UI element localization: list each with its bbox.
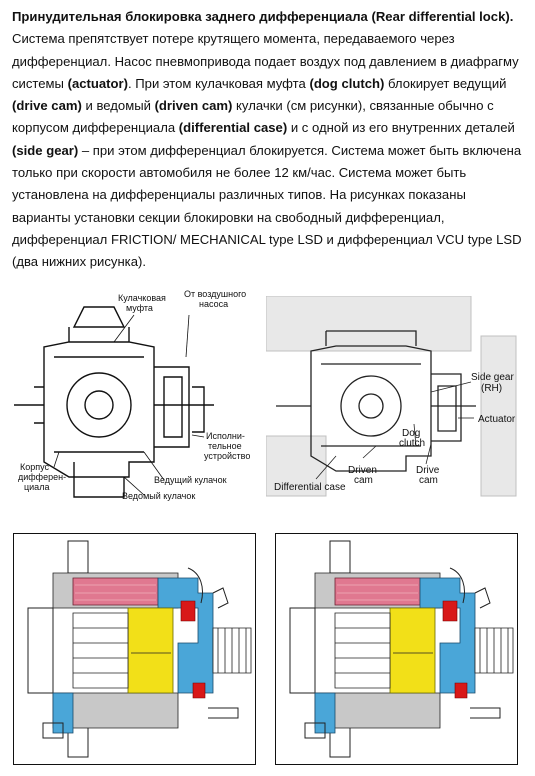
text-run: кулачки (см рисунки), связанные обычно с… — [12, 98, 494, 136]
text-run: и ведомый — [81, 98, 155, 114]
leader-lines — [315, 381, 474, 480]
label-differential-case: Differential case — [274, 482, 346, 493]
label-drive: Drive — [416, 465, 440, 476]
label-driven-cam: Ведомый кулачок — [122, 491, 195, 501]
actuator-red — [180, 600, 206, 699]
bold-term: (dog clutch) — [309, 75, 385, 91]
bold-term: Принудительная блокировка заднего диффер… — [12, 9, 514, 24]
bold-term: (side gear) — [12, 142, 79, 158]
description-paragraph: Принудительная блокировка заднего диффер… — [12, 6, 527, 274]
label-air-2: насоса — [199, 299, 228, 309]
label-case-1: Корпус — [20, 462, 50, 472]
label-actuator-3: устройство — [204, 451, 250, 461]
label-air: От воздушного — [184, 289, 246, 299]
label-driven: Driven — [348, 465, 377, 476]
shaft — [72, 612, 252, 689]
figure-vcu-lsd-section — [275, 533, 518, 765]
label-side-gear: Side gear — [471, 372, 514, 383]
label-dog-clutch: clutch — [399, 438, 425, 449]
text-run: блокирует ведущий — [384, 75, 507, 91]
label-case-3: циала — [24, 482, 49, 492]
label-clutch: Кулачковая — [118, 293, 166, 303]
label-actuator-1: Исполни- — [206, 431, 245, 441]
text-run: Система препятствует потере крутящего мо… — [12, 31, 519, 91]
label-drive-cam: cam — [419, 475, 438, 486]
text-run: – при этом дифференциал блокируется. Сис… — [12, 142, 522, 270]
label-actuator-2: тельное — [208, 441, 242, 451]
bold-term: (actuator) — [67, 75, 128, 91]
diagram-lines — [276, 330, 476, 472]
figure-friction-lsd-section — [13, 533, 256, 765]
label-case-2: дифферен- — [18, 472, 66, 482]
bold-term: (drive cam) — [12, 98, 82, 114]
text-run: . При этом кулачковая муфта — [127, 75, 310, 91]
text-run: и с одной из его внутренних деталей — [287, 120, 515, 136]
bold-term: (driven cam) — [154, 98, 233, 114]
figure-differential-lock-en: Side gear (RH) Actuator Dog clutch Drive… — [266, 296, 521, 501]
label-actuator: Actuator — [478, 414, 516, 425]
label-driven-cam: cam — [354, 475, 373, 486]
cam-yellow — [127, 607, 174, 694]
figure-differential-lock-ru: Кулачковая муфта От воздушного насоса Ис… — [14, 287, 252, 507]
diagram-lines — [14, 306, 214, 498]
label-drive-cam: Ведущий кулачок — [154, 475, 227, 485]
label-clutch-2: муфта — [126, 303, 153, 313]
label-dog: Dog — [402, 428, 420, 439]
label-rh: (RH) — [481, 383, 502, 394]
leader-lines — [53, 314, 205, 496]
pinion-pink — [72, 577, 159, 606]
bold-term: (differential case) — [178, 120, 288, 136]
